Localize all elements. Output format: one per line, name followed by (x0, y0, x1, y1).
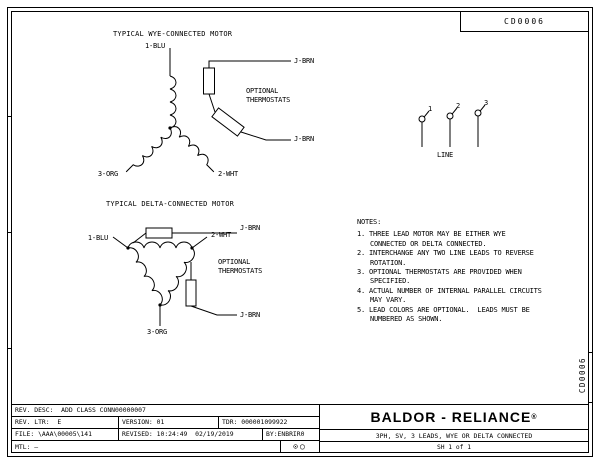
wye-thermostat-2 (211, 107, 245, 137)
drawing-number-box: CD0006 (460, 11, 589, 32)
tdr: TDR: 000001099922 (218, 417, 319, 428)
drawing-subtitle: 3PH, SV, 3 LEADS, WYE OR DELTA CONNECTED (320, 429, 588, 441)
line-terminals-diagram (418, 104, 486, 147)
wye-jbrn-top-label: J-BRN (294, 57, 315, 65)
revised-by: BY:ENBRIR0 (262, 429, 319, 440)
version: VERSION: 01 (118, 417, 218, 428)
line-terminal-1-icon (418, 115, 426, 123)
delta-coil-left (127, 247, 163, 306)
line-terminal-3-tick (479, 104, 486, 112)
note-3-line-1: 3. OPTIONAL THERMOSTATS ARE PROVIDED WHE… (357, 268, 522, 277)
wye-lead2-label: 2-WHT (218, 170, 239, 178)
line-terminal-3-number: 3 (484, 99, 489, 107)
wye-thermostat-link-wire (208, 93, 216, 113)
wye-coil-right (169, 126, 215, 173)
mtl: MTL: – (15, 443, 39, 451)
wye-diagram-title: TYPICAL WYE-CONNECTED MOTOR (113, 30, 233, 38)
notes-section: NOTES: 1. THREE LEAD MOTOR MAY BE EITHER… (357, 218, 589, 324)
wye-jbrn-bottom-label: J-BRN (294, 135, 315, 143)
wye-coil-top (169, 75, 177, 129)
right-zone-tick (588, 352, 593, 353)
note-2-line-2: ROTATION. (370, 258, 407, 267)
revised: REVISED: 10:24:49 02/19/2019 (118, 429, 262, 440)
delta-jbrn-top-label: J-BRN (240, 224, 261, 232)
right-zone-tick (588, 402, 593, 403)
note-1-line-1: 1. THREE LEAD MOTOR MAY BE EITHER WYE (357, 230, 506, 239)
sheet-number: SH 1 of 1 (320, 441, 588, 452)
wye-thermostat-wire-top (208, 60, 291, 68)
rev-desc: REV. DESC: ADD CLASS CONN00000007 (15, 406, 146, 414)
delta-motor-diagram (112, 227, 237, 326)
note-4-line-1: 4. ACTUAL NUMBER OF INTERNAL PARALLEL CI… (357, 286, 542, 295)
delta-lead1-label: 1-BLU (87, 234, 108, 242)
delta-thermostat-link-wire (132, 232, 147, 244)
left-zone-tick (7, 116, 12, 117)
drawing-number: CD0006 (504, 17, 545, 26)
file-path: FILE: \AAA\00005\141 (15, 430, 92, 438)
wye-lead1-label: 1-BLU (145, 42, 166, 50)
notes-heading: NOTES: (357, 218, 382, 226)
projection-symbol-icon: ⊙◯ (280, 441, 319, 452)
line-terminal-2-tick (451, 107, 458, 115)
line-terminal-2-icon (446, 112, 454, 120)
wye-thermostat-wire-bottom (240, 131, 291, 141)
left-zone-tick (7, 348, 12, 349)
title-block: REV. DESC: ADD CLASS CONN00000007 REV. L… (11, 404, 589, 453)
mtl-row: MTL: – ⊙◯ (12, 441, 319, 452)
wye-thermostat-1 (203, 67, 215, 95)
revision-block: REV. DESC: ADD CLASS CONN00000007 REV. L… (12, 405, 319, 452)
rev-ltr-row: REV. LTR: E VERSION: 01 TDR: 00000109992… (12, 417, 319, 429)
delta-coil-right (159, 247, 195, 306)
registered-mark: ® (531, 413, 538, 421)
rev-desc-row: REV. DESC: ADD CLASS CONN00000007 (12, 405, 319, 417)
delta-lead3-label: 3-ORG (147, 328, 168, 336)
note-1-line-2: CONNECTED OR DELTA CONNECTED. (370, 239, 487, 248)
note-5-line-1: 5. LEAD COLORS ARE OPTIONAL. LEADS MUST … (357, 305, 530, 314)
rev-ltr: REV. LTR: E (15, 418, 62, 426)
note-5-line-2: NUMBERED AS SHOWN. (370, 315, 443, 324)
line-terminal-2-number: 2 (456, 102, 461, 110)
note-2-line-1: 2. INTERCHANGE ANY TWO LINE LEADS TO REV… (357, 249, 534, 258)
side-drawing-number: CD0006 (578, 357, 587, 394)
delta-thermostat-2 (185, 279, 197, 307)
delta-lead2-label: 2-WHT (211, 231, 232, 239)
delta-coil-top (127, 241, 193, 249)
line-terminal-1-number: 1 (428, 105, 433, 113)
wye-lead3-label: 3-ORG (97, 170, 118, 178)
file-row: FILE: \AAA\00005\141 REVISED: 10:24:49 0… (12, 429, 319, 441)
wye-motor-diagram (125, 48, 291, 173)
delta-thermostat-wire-bottom (190, 305, 237, 316)
brand-block: BALDOR - RELIANCE® 3PH, SV, 3 LEADS, WYE… (319, 405, 588, 452)
line-label: LINE (437, 151, 454, 159)
delta-diagram-title: TYPICAL DELTA-CONNECTED MOTOR (106, 200, 235, 208)
note-3-line-2: SPECIFIED. (370, 277, 411, 286)
line-terminal-1-tick (423, 110, 430, 118)
wye-coil-left (125, 127, 172, 173)
brand-row: BALDOR - RELIANCE® (320, 405, 588, 429)
delta-lead2-wire (191, 236, 208, 249)
line-terminal-3-icon (474, 109, 482, 117)
brand-name: BALDOR - RELIANCE (370, 409, 532, 425)
delta-thermostat-1 (145, 227, 173, 239)
wye-thermostats-label: OPTIONAL THERMOSTATS (246, 87, 291, 104)
delta-lead1-wire (112, 236, 129, 249)
left-zone-tick (7, 232, 12, 233)
delta-jbrn-bottom-label: J-BRN (240, 311, 261, 319)
delta-thermostats-label: OPTIONAL THERMOSTATS (218, 258, 263, 275)
note-4-line-2: MAY VARY. (370, 296, 407, 305)
